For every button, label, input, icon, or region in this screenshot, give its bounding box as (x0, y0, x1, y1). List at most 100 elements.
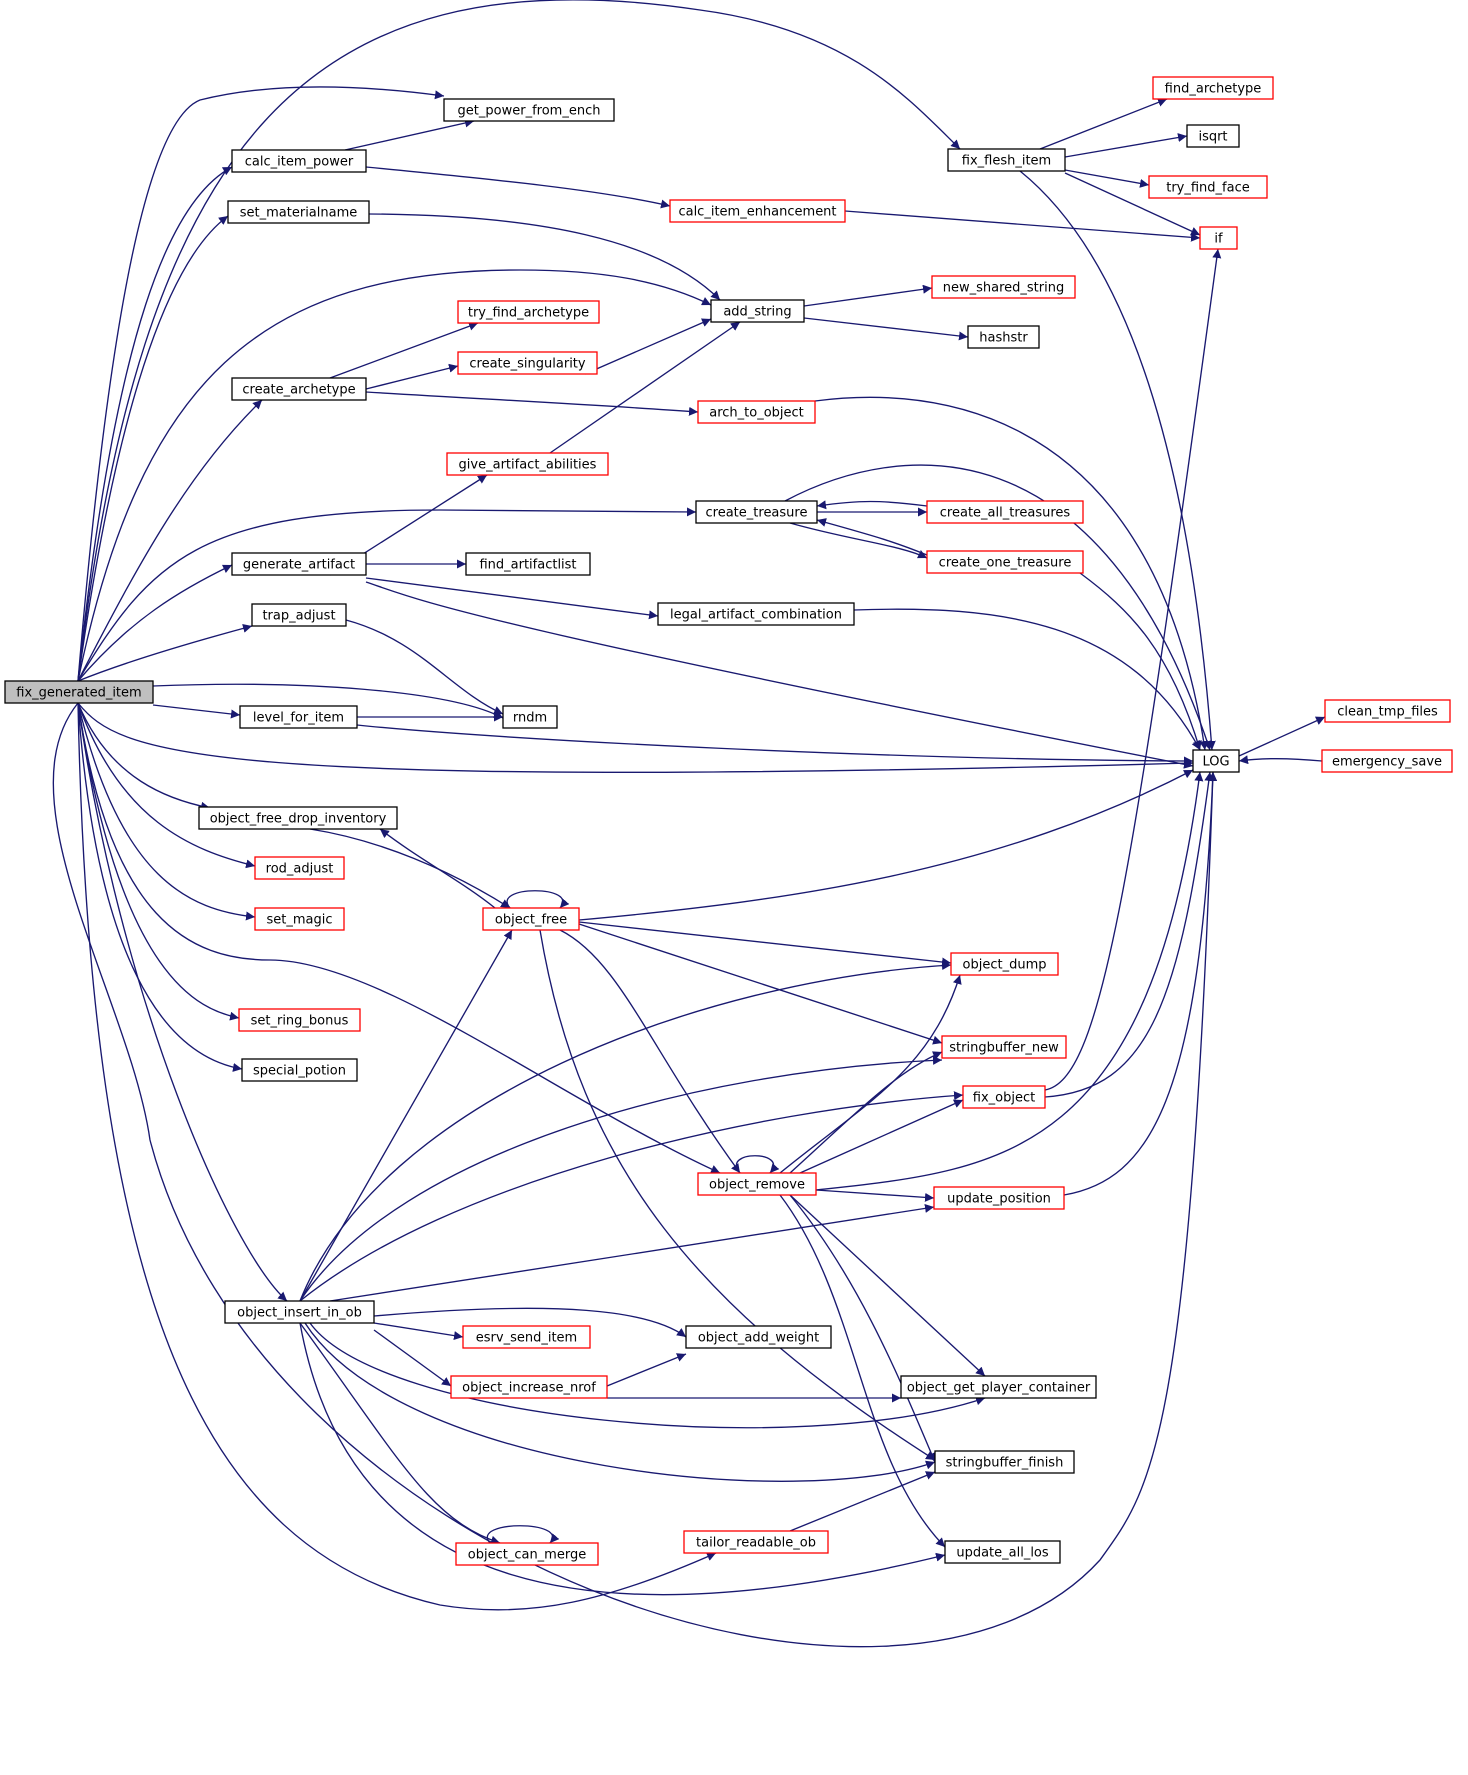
node-create-treasure[interactable]: create_treasure (695, 500, 818, 524)
node-object-insert-in-ob[interactable]: object_insert_in_ob (224, 1300, 375, 1324)
call-edge (299, 929, 513, 1302)
node-LOG[interactable]: LOG (1192, 749, 1240, 773)
node-set-materialname[interactable]: set_materialname (227, 200, 370, 224)
call-edge (365, 363, 459, 390)
call-edge (77, 702, 717, 1611)
node-calc-item-enhancement[interactable]: calc_item_enhancement (669, 199, 846, 223)
node-object-add-weight[interactable]: object_add_weight (685, 1325, 832, 1349)
node-label: trap_adjust (262, 609, 335, 624)
node-fix-flesh-item[interactable]: fix_flesh_item (947, 148, 1066, 172)
node-stringbuffer-new[interactable]: stringbuffer_new (941, 1035, 1067, 1059)
call-edge (373, 1322, 464, 1341)
call-edge (77, 702, 256, 921)
node-fix-generated-item[interactable]: fix_generated_item (4, 680, 154, 704)
node-rod-adjust[interactable]: rod_adjust (254, 856, 345, 880)
node-label: update_all_los (956, 1546, 1049, 1561)
node-update-all-los[interactable]: update_all_los (944, 1540, 1061, 1564)
node-fix-object[interactable]: fix_object (962, 1085, 1046, 1109)
node-label: object_insert_in_ob (237, 1306, 362, 1321)
node-generate-artifact[interactable]: generate_artifact (231, 552, 367, 576)
node-stringbuffer-finish[interactable]: stringbuffer_finish (934, 1450, 1075, 1474)
node-object-free-drop-inventory[interactable]: object_free_drop_inventory (198, 806, 398, 830)
call-edge (309, 1322, 986, 1429)
node-box (941, 1035, 1067, 1059)
node-get-power-from-ench[interactable]: get_power_from_ench (443, 98, 615, 122)
node-if[interactable]: if (1199, 226, 1238, 250)
node-label: object_free (495, 913, 567, 928)
call-edge (365, 577, 659, 620)
node-trap-adjust[interactable]: trap_adjust (251, 603, 347, 627)
node-object-increase-nrof[interactable]: object_increase_nrof (450, 1375, 608, 1399)
node-layer: fix_generated_item get_power_from_enchcal… (4, 76, 1453, 1566)
call-edge (77, 269, 712, 682)
node-esrv-send-item[interactable]: esrv_send_item (462, 1325, 591, 1349)
call-edge (299, 1055, 943, 1302)
node-label: get_power_from_ench (458, 104, 601, 119)
node-box (224, 1300, 375, 1324)
node-set-ring-bonus[interactable]: set_ring_bonus (238, 1008, 361, 1032)
node-update-position[interactable]: update_position (933, 1186, 1065, 1210)
node-calc-item-power[interactable]: calc_item_power (231, 149, 367, 173)
node-clean-tmp-files[interactable]: clean_tmp_files (1324, 699, 1451, 723)
call-edge (365, 166, 671, 209)
node-special-potion[interactable]: special_potion (241, 1058, 358, 1082)
node-tailor-readable-ob[interactable]: tailor_readable_ob (683, 1530, 829, 1554)
node-try-find-face[interactable]: try_find_face (1148, 175, 1268, 199)
node-label: calc_item_enhancement (678, 205, 836, 220)
node-label: create_treasure (706, 506, 808, 521)
node-label: object_free_drop_inventory (210, 812, 387, 827)
node-label: rndm (513, 711, 547, 726)
node-box (254, 856, 345, 880)
node-label: hashstr (979, 331, 1028, 346)
call-edge (77, 702, 288, 1302)
node-box (462, 1325, 591, 1349)
node-create-singularity[interactable]: create_singularity (457, 351, 598, 375)
call-edge (344, 118, 475, 151)
node-box (241, 1058, 358, 1082)
node-box (482, 907, 580, 931)
node-object-free[interactable]: object_free (482, 907, 580, 931)
node-label: set_materialname (240, 206, 358, 221)
node-box (1324, 699, 1451, 723)
call-edge (803, 284, 933, 307)
node-emergency-save[interactable]: emergency_save (1321, 749, 1453, 773)
node-create-all-treasures[interactable]: create_all_treasures (926, 500, 1084, 524)
node-rndm[interactable]: rndm (502, 705, 558, 729)
node-object-remove[interactable]: object_remove (697, 1172, 817, 1196)
node-hashstr[interactable]: hashstr (967, 325, 1040, 349)
call-edge (77, 166, 233, 682)
call-edge (77, 702, 211, 811)
node-add-string[interactable]: add_string (710, 299, 805, 323)
call-edge (789, 1471, 936, 1532)
node-arch-to-object[interactable]: arch_to_object (697, 400, 816, 424)
call-edge (779, 1194, 946, 1548)
node-box (900, 1375, 1097, 1399)
node-label: create_singularity (469, 357, 586, 372)
node-label: legal_artifact_combination (670, 608, 842, 623)
node-create-archetype[interactable]: create_archetype (231, 377, 367, 401)
node-find-artifactlist[interactable]: find_artifactlist (465, 552, 591, 576)
call-edge (365, 391, 699, 416)
call-edge (815, 771, 1204, 1191)
call-edge (1039, 98, 1168, 150)
node-isqrt[interactable]: isqrt (1186, 124, 1240, 148)
node-label: set_magic (266, 913, 332, 928)
call-edge (549, 321, 741, 454)
node-give-artifact-abilities[interactable]: give_artifact_abilities (446, 452, 609, 476)
node-box (685, 1325, 832, 1349)
node-label: create_one_treasure (939, 556, 1072, 571)
node-set-magic[interactable]: set_magic (254, 907, 345, 931)
node-object-get-player-container[interactable]: object_get_player_container (900, 1375, 1097, 1399)
node-label: create_archetype (242, 383, 355, 398)
node-try-find-archetype[interactable]: try_find_archetype (457, 300, 600, 324)
node-legal-artifact-combination[interactable]: legal_artifact_combination (657, 602, 855, 626)
call-edge (52, 702, 1218, 1648)
node-find-archetype[interactable]: find_archetype (1152, 76, 1274, 100)
call-edge (815, 1189, 935, 1202)
node-label: special_potion (253, 1064, 346, 1079)
node-object-dump[interactable]: object_dump (950, 952, 1059, 976)
node-level-for-item[interactable]: level_for_item (239, 705, 358, 729)
node-create-one-treasure[interactable]: create_one_treasure (926, 550, 1084, 574)
node-new-shared-string[interactable]: new_shared_string (931, 275, 1076, 299)
node-object-can-merge[interactable]: object_can_merge (455, 1542, 599, 1566)
